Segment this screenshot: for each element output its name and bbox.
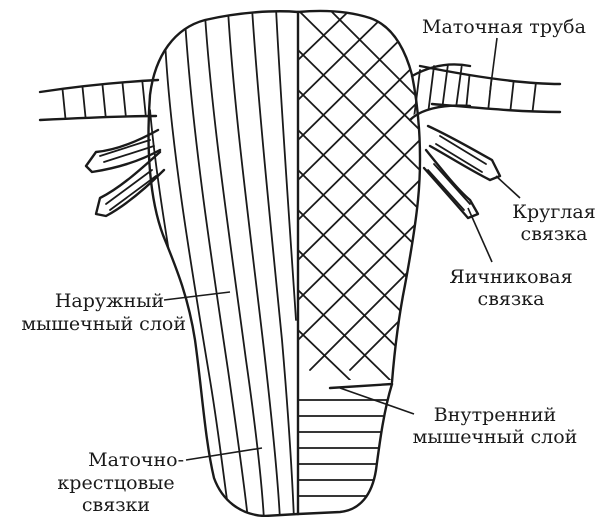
right-cornu (410, 64, 470, 120)
label-outer-layer-line1: Наружный (55, 290, 164, 312)
label-ovarian-ligament-line1: Яичниковая (449, 266, 572, 288)
label-sacral-ligaments-line1: Маточно- (88, 449, 184, 471)
label-outer-layer-line2: мышечный слой (21, 313, 186, 335)
label-inner-layer-line1: Внутренний (434, 404, 556, 426)
leader-ovarian-ligament (468, 208, 492, 262)
label-ovarian-ligament-line2: связка (478, 288, 545, 310)
leader-sacral (186, 448, 262, 460)
labels: Маточная труба Круглая связка Яичниковая… (21, 16, 595, 516)
label-inner-layer-line2: мышечный слой (413, 426, 578, 448)
right-round-ligament (428, 126, 500, 180)
label-fallopian-tube: Маточная труба (422, 16, 586, 38)
leader-round-ligament (496, 176, 520, 198)
label-round-ligament-line2: связка (521, 223, 588, 245)
outer-muscle-layer (149, 8, 298, 517)
label-sacral-ligaments-line3: связки (82, 494, 150, 516)
right-ovarian-ligament (424, 150, 478, 218)
leader-tube (490, 38, 497, 92)
leader-inner-layer (340, 388, 414, 414)
label-sacral-ligaments-line2: крестцовые (57, 472, 174, 494)
cervix (298, 384, 392, 514)
label-round-ligament-line1: Круглая (512, 201, 595, 223)
left-fallopian-tube (40, 78, 158, 124)
inner-muscle-layer (298, 10, 430, 382)
